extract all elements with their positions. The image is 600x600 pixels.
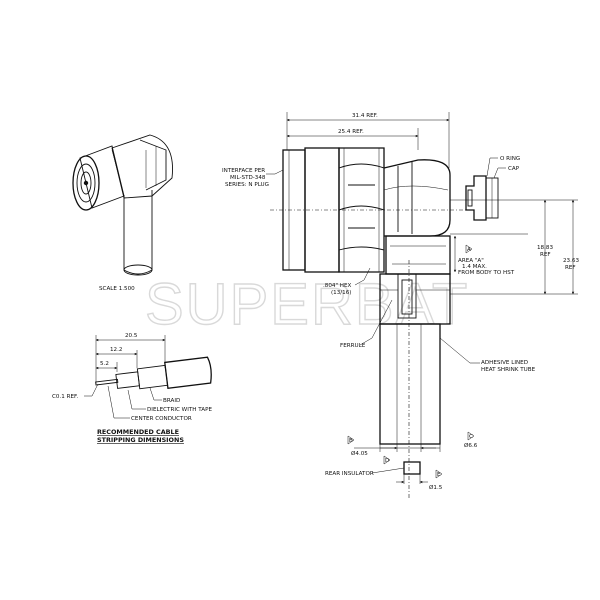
dim-height-2-value: 23.63 — [563, 258, 579, 264]
dia-pin-label: Ø1.5 — [429, 484, 443, 491]
dim-height-1-value: 18.83 — [537, 245, 553, 251]
dim-body-label: 25.4 REF. — [338, 129, 364, 135]
interface-note-line-2: MIL-STD-348 — [230, 175, 266, 181]
cap-label: CAP — [508, 166, 520, 172]
hex-note-line-1: .804" HEX — [323, 283, 352, 289]
strip-view: 20.5 12.2 5.2 C0.1 REF. BRAID DIELECTRIC… — [52, 333, 212, 444]
area-a-line-1: AREA "A" — [458, 258, 484, 264]
strip-dim-1-label: 20.5 — [125, 333, 138, 339]
strip-dim-2-label: 12.2 — [110, 347, 122, 353]
tag-a-area: A — [467, 247, 471, 253]
interface-note-line-3: SERIES: N PLUG — [225, 182, 269, 188]
main-view: 31.4 REF. 25.4 REF. — [222, 112, 579, 500]
heat-shrink-line-1: ADHESIVE LINED — [481, 360, 528, 366]
dia-outer-label: Ø6.6 — [464, 442, 478, 449]
braid-label: BRAID — [163, 398, 180, 404]
strip-dim-3-label: 5.2 — [100, 361, 109, 367]
tag-b-inner: B — [349, 438, 353, 444]
dielectric-label: DIELECTRIC WITH TAPE — [147, 407, 212, 413]
strip-title-line-2: STRIPPING DIMENSIONS — [97, 436, 184, 444]
dia-inner-label: Ø4.05 — [351, 450, 368, 457]
tag-c-outer: C — [469, 434, 473, 440]
o-ring-label: O RING — [500, 156, 520, 162]
ferrule-label: FERRULE — [340, 343, 366, 349]
iso-view: SCALE 1.500 — [72, 134, 173, 292]
strip-title-line-1: RECOMMENDED CABLE — [97, 428, 179, 436]
dim-height-2-ref: REF — [565, 265, 576, 271]
rear-insulator-label: REAR INSULATOR — [325, 471, 374, 477]
area-a-line-3: FROM BODY TO HST — [458, 270, 515, 276]
dim-height-1-ref: REF — [540, 252, 551, 258]
hex-note-line-2: (13/16) — [331, 290, 352, 296]
dim-overall-label: 31.4 REF. — [352, 113, 378, 119]
area-a-line-2: 1.4 MAX. — [462, 264, 487, 270]
interface-note-line-1: INTERFACE PER — [222, 168, 265, 174]
tag-e-pin: E — [437, 472, 441, 478]
center-ref-label: C0.1 REF. — [52, 394, 78, 400]
tag-d-insulator: D — [385, 458, 389, 464]
heat-shrink-line-2: HEAT SHRINK TUBE — [481, 367, 536, 373]
iso-scale-label: SCALE 1.500 — [99, 286, 135, 292]
center-conductor-label: CENTER CONDUCTOR — [131, 416, 192, 422]
watermark-text: SUPERBAT — [145, 272, 469, 337]
